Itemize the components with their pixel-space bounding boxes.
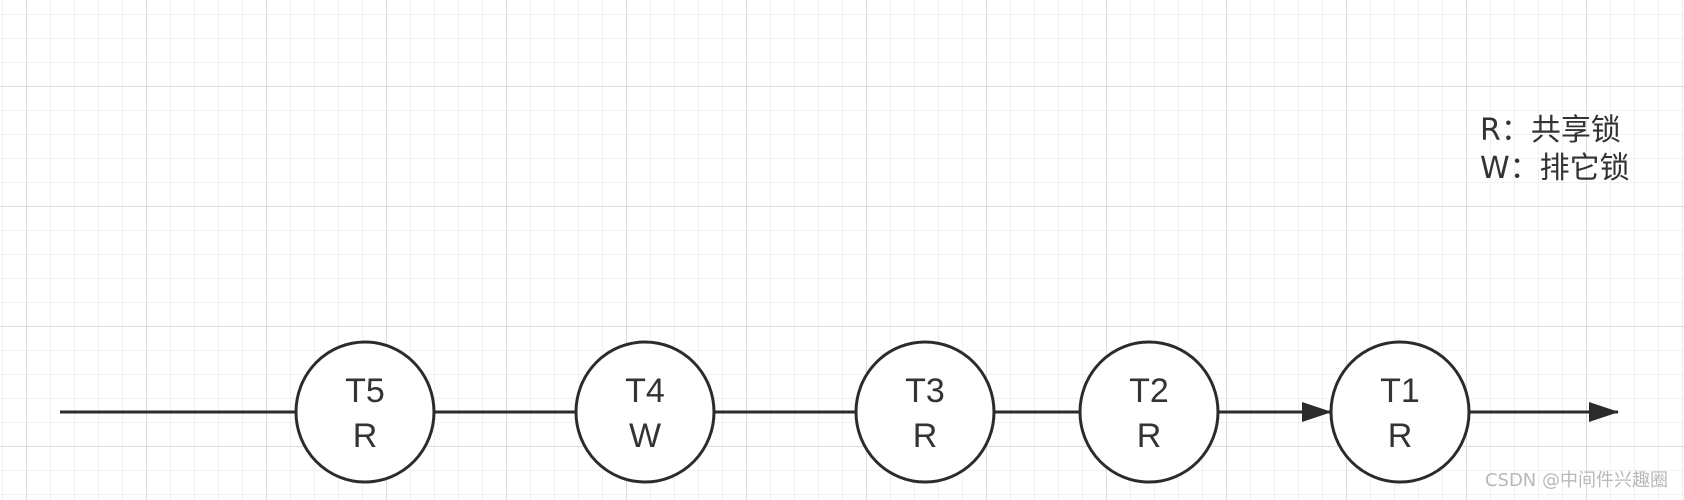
node-transaction-label: T3 [905, 372, 945, 410]
legend-exclusive-lock: W：排它锁 [1480, 151, 1630, 186]
node-circle [294, 340, 436, 484]
watermark: CSDN @中间件兴趣圈 [1484, 470, 1668, 491]
node-t3: T3R [854, 340, 996, 484]
node-t1: T1R [1329, 340, 1471, 484]
node-t4: T4W [574, 340, 716, 484]
legend-shared-lock: R：共享锁 [1480, 113, 1621, 148]
node-t5: T5R [294, 340, 436, 484]
node-lock-label: W [629, 417, 661, 455]
node-lock-label: R [913, 417, 938, 455]
node-circle [1078, 340, 1220, 484]
lock-legend: R：共享锁 W：排它锁 [1480, 112, 1630, 188]
node-circle [854, 340, 996, 484]
node-circle [574, 340, 716, 484]
node-lock-label: R [353, 417, 378, 455]
node-transaction-label: T5 [345, 372, 385, 410]
node-transaction-label: T2 [1129, 372, 1169, 410]
node-transaction-label: T1 [1380, 372, 1420, 410]
node-t2: T2R [1078, 340, 1220, 484]
node-transaction-label: T4 [625, 372, 665, 410]
node-circle [1329, 340, 1471, 484]
node-lock-label: R [1388, 417, 1413, 455]
node-lock-label: R [1137, 417, 1162, 455]
